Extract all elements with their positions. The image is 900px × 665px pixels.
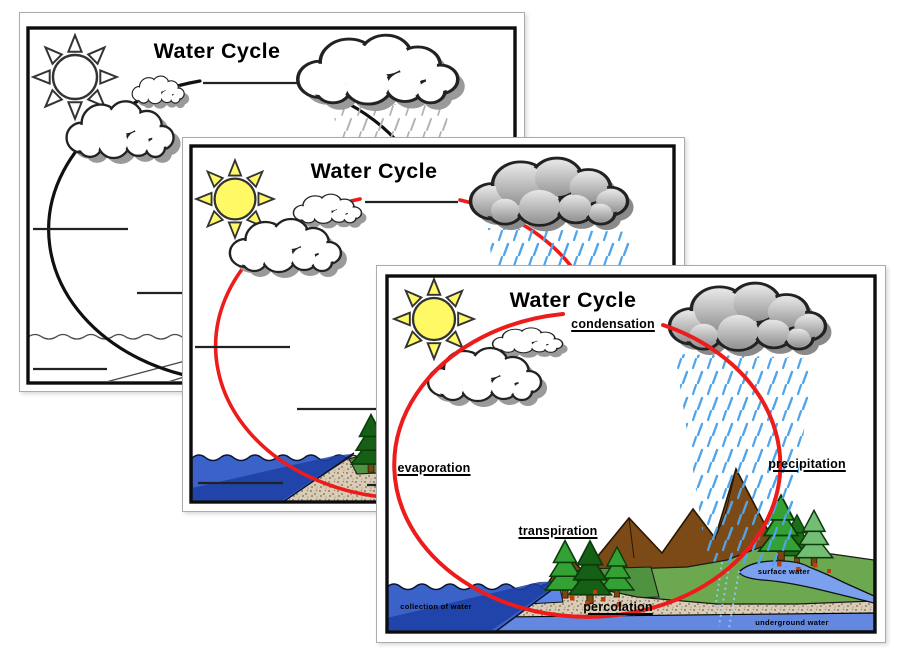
label-surface-water: surface water [757,567,811,576]
rain-cloud-icon [667,281,832,357]
label-precipitation: precipitation [768,457,846,471]
page-border [385,274,877,634]
page-title: Water Cycle [509,288,637,312]
cloud-icon [131,75,190,109]
percolation-drips [713,561,740,629]
blank-answer-lines [195,200,458,487]
page-title: Water Cycle [153,39,281,63]
label-condensation: condensation [571,317,655,331]
deep-water-shade [388,581,562,630]
label-transpiration: transpiration [518,524,598,538]
cloud-icon [65,100,181,164]
page-title: Water Cycle [310,159,438,183]
label-underground-water: underground water [755,618,829,627]
label-evaporation: evaporation [397,461,471,475]
rain-blue [675,354,813,568]
deep-water-shade [192,454,351,500]
worksheet-page-colored: Water Cycle condensation evaporation pre… [376,265,886,643]
label-collection-of-water: collection of water [400,602,472,611]
cycle-arc [392,312,783,619]
rain-cloud-icon [468,156,634,278]
label-percolation: percolation [583,600,653,614]
colored-worksheet-art [385,274,877,634]
